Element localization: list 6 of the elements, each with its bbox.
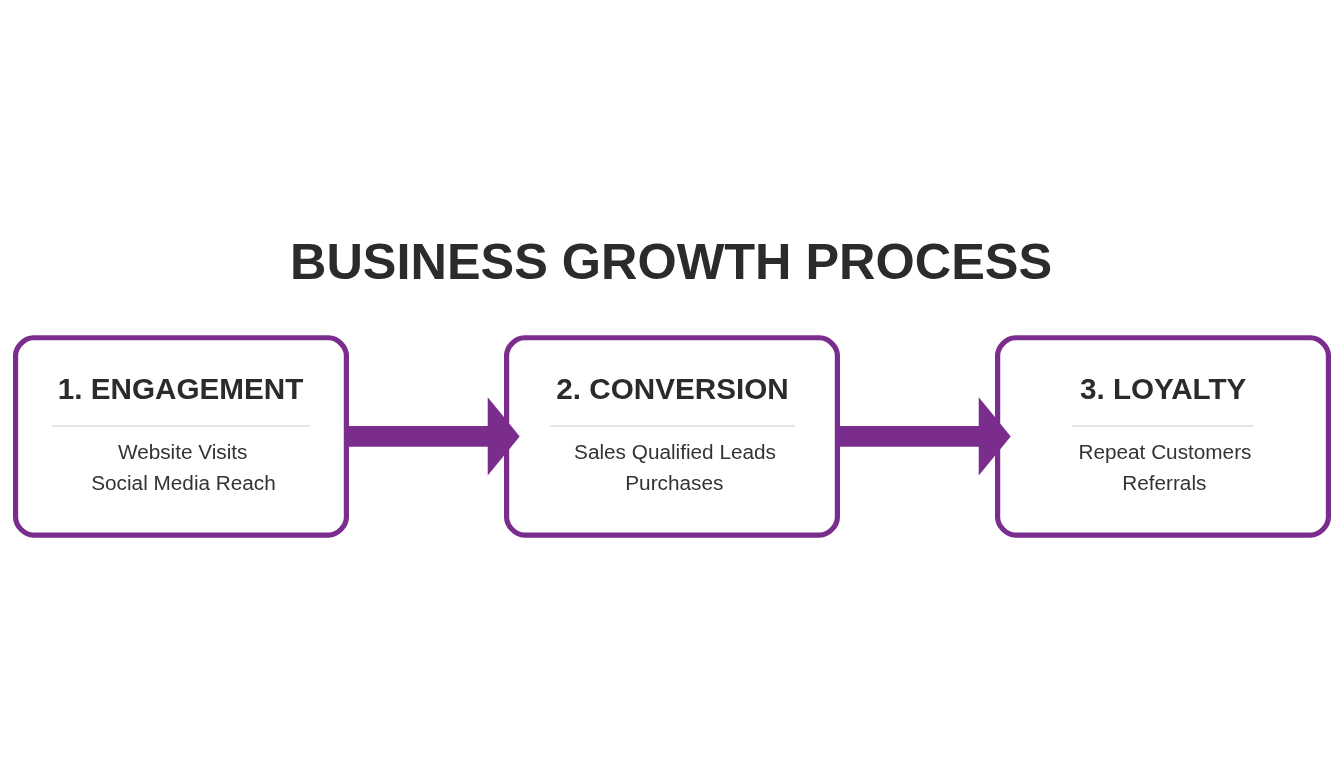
- diagram-title: BUSINESS GROWTH PROCESS: [290, 232, 1053, 290]
- node-box: 2. CONVERSION Sales Qualified Leads Purchases: [504, 334, 840, 538]
- arrow: [347, 396, 520, 476]
- node-box: 1. ENGAGEMENT Website Visits Social Media Reach: [13, 334, 349, 538]
- node-box: 3. LOYALTY Repeat Customers Referrals: [995, 334, 1331, 538]
- arrow: [838, 396, 1011, 476]
